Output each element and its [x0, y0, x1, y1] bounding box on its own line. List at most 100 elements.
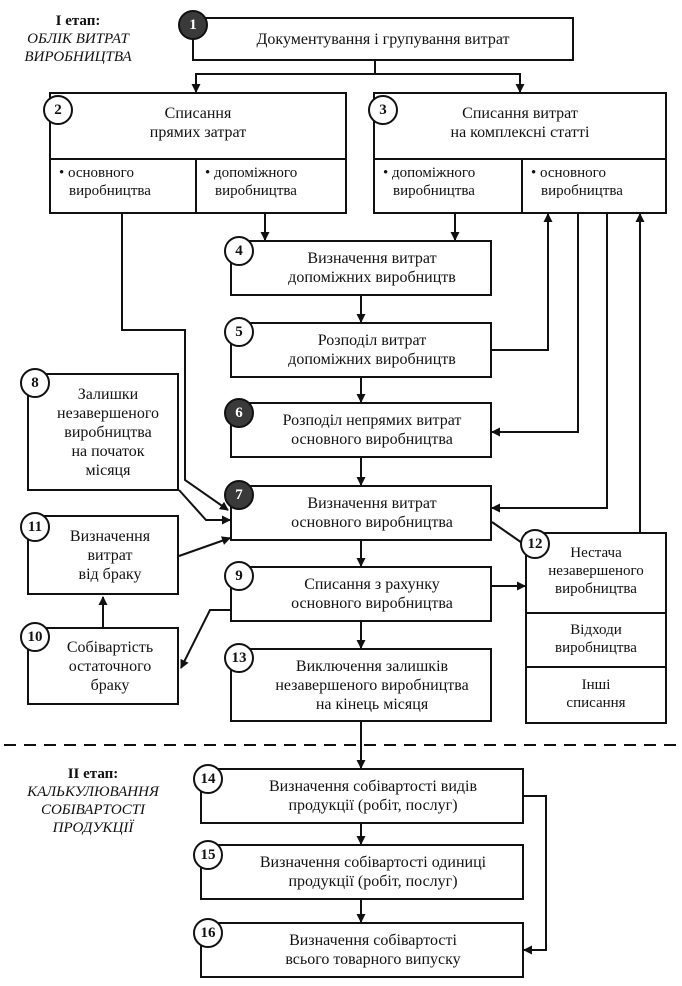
node-9-box: Списання з рахунку основного виробництва [230, 566, 492, 622]
node-6-box: Розподіл непрямих витрат основного вироб… [230, 402, 492, 458]
node-2-sub-main-l1: • основного [59, 165, 134, 181]
node-12-line2: незавершеного [548, 563, 644, 579]
arrow-7-to-12 [491, 521, 526, 546]
node-3-sub-aux: • допоміжного виробництва [375, 158, 523, 212]
node-16-line1: Визначення собівартості [289, 932, 457, 949]
node-10-box: Собівартість остаточного браку [27, 627, 179, 705]
node-1-box: Документування і групування витрат [192, 17, 574, 61]
arrow-1-to-2 [191, 61, 376, 93]
node-3-sub-aux-l1: • допоміжного [383, 165, 476, 181]
node-15-box: Визначення собівартості одиниці продукці… [200, 844, 524, 900]
node-2-sub-aux: • допоміжного виробництва [197, 158, 345, 212]
node-16-line2: всього товарного випуску [285, 951, 461, 968]
stage-1-label: І етап: ОБЛІК ВИТРАТ ВИРОБНИЦТВА [8, 12, 148, 66]
node-11-number: 11 [20, 512, 50, 542]
node-12-section-shortage: Нестача незавершеного виробництва [527, 534, 665, 612]
stage-2-line3: ПРОДУКЦІЇ [52, 820, 134, 836]
node-3-sub-main-l1: • основного [531, 165, 606, 181]
node-2-line2: прямих затрат [149, 124, 247, 141]
stage-2-line1: КАЛЬКУЛЮВАННЯ [27, 784, 159, 800]
stage-2-line2: СОБІВАРТОСТІ [40, 802, 146, 818]
node-14-line1: Визначення собівартості видів [268, 778, 478, 795]
node-8-line4: на початок [71, 442, 145, 460]
node-10-line2: остаточного [68, 657, 152, 675]
stage-2-title: ІІ етап: [67, 766, 119, 782]
node-15-line1: Визначення собівартості одиниці [259, 854, 487, 871]
node-3-line1: Списання витрат [462, 105, 578, 122]
node-12-b1: Відходи [570, 622, 622, 638]
node-9-line2: основного виробництва [291, 595, 453, 612]
node-3-sub-main-l2: виробництва [541, 183, 623, 199]
arrow-8-to-7 [178, 489, 231, 525]
node-12-c1: Інші [581, 677, 611, 693]
arrow-2main-to-7 [121, 212, 229, 511]
node-6-number: 6 [224, 398, 254, 428]
node-8-line2: незавершеного [57, 404, 159, 422]
node-2-sub-aux-l1: • допоміжного [205, 165, 298, 181]
node-2-number: 2 [43, 95, 73, 125]
node-2-line1: Списання [164, 105, 232, 122]
node-3-sub-aux-l2: виробництва [393, 183, 475, 199]
node-3-box: Списання витрат на комплексні статті [373, 92, 667, 214]
node-7-box: Визначення витрат основного виробництва [230, 485, 492, 541]
node-16-number: 16 [193, 918, 223, 948]
node-15-line2: продукції (робіт, послуг) [288, 873, 458, 890]
node-4-box: Визначення витрат допоміжних виробництв [230, 240, 492, 296]
node-8-line1: Залишки [77, 385, 139, 403]
node-5-number: 5 [224, 317, 254, 347]
node-2-box: Списання прямих затрат [49, 92, 347, 214]
node-14-line2: продукції (робіт, послуг) [288, 797, 458, 814]
node-12-b2: виробництва [555, 640, 637, 656]
node-11-line2: витрат [87, 546, 133, 564]
node-10-line1: Собівартість [66, 638, 154, 656]
node-3-sub-main: • основного виробництва [523, 158, 665, 212]
stage-1-line2: ВИРОБНИЦТВА [24, 49, 132, 65]
node-4-number: 4 [224, 236, 254, 266]
node-5-box: Розподіл витрат допоміжних виробництв [230, 322, 492, 378]
node-6-line1: Розподіл непрямих витрат [282, 412, 462, 429]
node-4-line2: допоміжних виробництв [288, 269, 456, 286]
node-9-number: 9 [224, 561, 254, 591]
arrow-1-to-3 [375, 73, 525, 93]
node-5-line1: Розподіл витрат [317, 332, 427, 349]
node-13-box: Виключення залишків незавершеного виробн… [230, 648, 492, 722]
node-3-number: 3 [368, 95, 398, 125]
node-14-box: Визначення собівартості видів продукції … [200, 768, 524, 824]
arrow-3main-to-6 [491, 212, 579, 437]
node-13-line1: Виключення залишків [295, 657, 449, 675]
node-12-c2: списання [566, 695, 626, 711]
node-5-line2: допоміжних виробництв [288, 351, 456, 368]
node-2-sub-main-l2: виробництва [69, 183, 151, 199]
node-7-line2: основного виробництва [291, 514, 453, 531]
node-1-number: 1 [178, 10, 208, 40]
node-4-line1: Визначення витрат [307, 250, 437, 267]
stage-1-title: І етап: [55, 13, 101, 29]
node-11-box: Визначення витрат від браку [27, 515, 179, 595]
arrow-14-to-16 [523, 795, 547, 955]
node-1-text: Документування і групування витрат [256, 30, 510, 48]
node-13-number: 13 [224, 643, 254, 673]
node-10-line3: браку [90, 676, 130, 694]
arrow-11-to-7 [178, 536, 231, 557]
node-8-line3: виробництва [64, 423, 152, 441]
node-7-number: 7 [224, 480, 254, 510]
stage-1-line1: ОБЛІК ВИТРАТ [27, 31, 129, 47]
node-12-number: 12 [520, 529, 550, 559]
arrow-9-to-10 [180, 609, 230, 669]
arrow-5-to-3aux [492, 213, 553, 351]
node-6-line2: основного виробництва [291, 431, 453, 448]
node-12-line1: Нестача [570, 545, 622, 561]
node-10-number: 10 [20, 622, 50, 652]
node-2-sub-aux-l2: виробництва [215, 183, 297, 199]
node-8-line5: місяця [85, 461, 131, 479]
node-12-box [525, 532, 667, 724]
node-12-section-waste: Відходи виробництва [527, 612, 665, 666]
node-11-line3: від браку [78, 565, 142, 583]
node-9-line1: Списання з рахунку [304, 576, 440, 593]
node-13-line3: на кінець місяця [315, 695, 429, 713]
node-7-line1: Визначення витрат [307, 495, 437, 512]
node-3-line2: на комплексні статті [450, 124, 590, 141]
node-16-box: Визначення собівартості всього товарного… [200, 922, 524, 978]
node-8-number: 8 [20, 368, 50, 398]
